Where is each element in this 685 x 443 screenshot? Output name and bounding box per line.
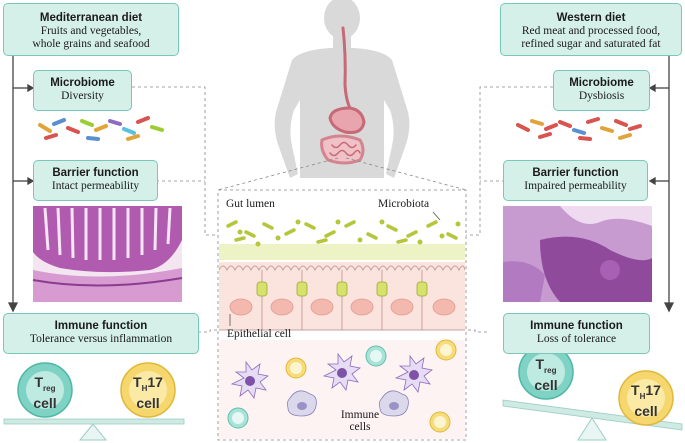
histology-intact xyxy=(32,206,183,302)
microbiota-label: Microbiota xyxy=(378,198,430,210)
left-microbiome-title: Microbiome xyxy=(50,77,115,89)
left-treg-cell: cell xyxy=(33,394,57,411)
mediterranean-diet-desc-line2: whole grains and seafood xyxy=(32,38,150,50)
digestive-tract xyxy=(320,26,366,165)
left-th17-num: 17 xyxy=(147,374,163,390)
right-microbiome-state: Dysbiosis xyxy=(578,90,625,102)
western-diet-title: Western diet xyxy=(556,12,626,24)
immune-cells-label: Immune cells xyxy=(338,409,382,433)
histology-impaired xyxy=(503,206,652,302)
dendritic-cell xyxy=(394,354,433,393)
right-barrier-state: Impaired permeability xyxy=(524,180,627,192)
right-balance-scale xyxy=(502,344,683,441)
left-th17-T: T xyxy=(133,374,142,390)
left-barrier-state: Intact permeability xyxy=(51,180,140,192)
right-bacteria-dysbiosis xyxy=(516,117,642,141)
left-microbiome-state: Diversity xyxy=(61,90,104,102)
right-barrier-title: Barrier function xyxy=(532,167,619,179)
left-barrier-box: Barrier function Intact permeability xyxy=(33,160,158,201)
right-th17-T: T xyxy=(631,382,640,398)
mediterranean-diet-desc-line1: Fruits and vegetables, xyxy=(40,25,142,37)
immune-cells-label-line1: Immune xyxy=(340,409,380,421)
left-immune-box: Immune function Tolerance versus inflamm… xyxy=(3,313,199,354)
dendritic-cell xyxy=(322,352,361,391)
right-treg-label: Treg cell xyxy=(526,357,566,393)
epithelial-layer xyxy=(218,262,466,331)
right-immune-state: Loss of tolerance xyxy=(536,333,617,345)
mediterranean-diet-box: Mediterranean diet Fruits and vegetables… xyxy=(3,3,179,56)
left-th17-sub: H xyxy=(141,383,148,393)
right-flow-arrow xyxy=(648,56,675,313)
left-th17-label: TH17 cell xyxy=(124,375,172,411)
macrophage xyxy=(378,390,409,417)
mediterranean-diet-title: Mediterranean diet xyxy=(39,12,143,24)
right-treg-T: T xyxy=(535,356,545,372)
left-bacteria-diverse xyxy=(38,116,164,141)
right-th17-num: 17 xyxy=(645,382,661,398)
microbiota-pointer xyxy=(432,211,441,221)
gut-lumen-label: Gut lumen xyxy=(226,198,275,210)
right-th17-sub: H xyxy=(639,391,646,401)
right-barrier-box: Barrier function Impaired permeability xyxy=(503,160,648,201)
t-cell-yellow xyxy=(285,357,307,379)
western-diet-desc-line1: Red meat and processed food, xyxy=(521,25,661,37)
left-th17-cell: cell xyxy=(136,394,160,411)
dendritic-cell xyxy=(230,360,269,399)
t-cell-yellow xyxy=(429,411,451,433)
western-diet-desc-line2: refined sugar and saturated fat xyxy=(521,38,661,50)
right-treg-sub: reg xyxy=(544,365,557,375)
right-microbiome-title: Microbiome xyxy=(569,77,634,89)
right-treg-cell: cell xyxy=(534,376,558,393)
left-treg-sub: reg xyxy=(43,383,56,393)
right-immune-title: Immune function xyxy=(530,320,623,332)
t-cell-teal xyxy=(227,407,249,429)
immune-zone xyxy=(219,339,465,439)
left-immune-state: Tolerance versus inflammation xyxy=(29,333,173,345)
right-immune-box: Immune function Loss of tolerance xyxy=(503,313,650,354)
left-microbiome-box: Microbiome Diversity xyxy=(33,70,132,111)
epithelial-cell-label: Epithelial cell xyxy=(227,328,292,340)
right-microbiome-box: Microbiome Dysbiosis xyxy=(553,70,650,111)
right-th17-label: TH17 cell xyxy=(622,383,670,419)
left-treg-T: T xyxy=(34,374,44,390)
left-flow-arrow xyxy=(7,56,35,313)
western-diet-box: Western diet Red meat and processed food… xyxy=(500,3,682,56)
microbiota-band xyxy=(219,216,465,260)
t-cell-teal xyxy=(365,345,387,367)
left-barrier-title: Barrier function xyxy=(52,167,139,179)
right-th17-cell: cell xyxy=(634,402,658,419)
immune-cells-label-line2: cells xyxy=(349,421,371,433)
left-balance-scale xyxy=(3,362,185,441)
left-treg-label: Treg cell xyxy=(25,375,65,411)
t-cell-yellow xyxy=(435,339,457,361)
macrophage xyxy=(286,390,317,417)
left-immune-title: Immune function xyxy=(54,320,148,332)
